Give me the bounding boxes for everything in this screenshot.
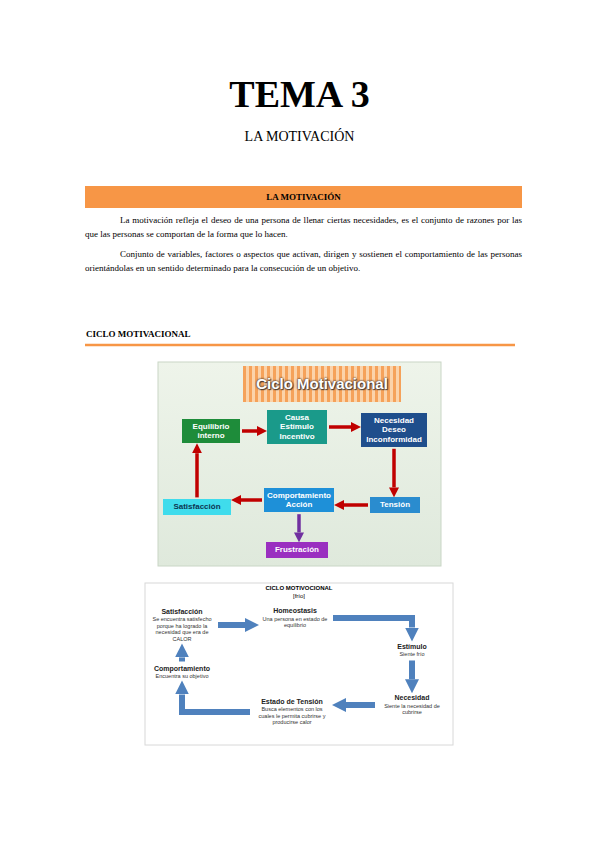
cycle-title-box: Ciclo Motivacional bbox=[243, 366, 401, 402]
node-heading: Satisfacción bbox=[166, 502, 228, 511]
cycle-step: Estado de TensiónBusca elementos con los… bbox=[252, 697, 332, 727]
heading-rule bbox=[85, 344, 515, 347]
node-heading: Causa Estímulo Incentivo bbox=[270, 413, 324, 441]
node-note: Encuentra su objetivo bbox=[150, 673, 214, 680]
cycle-arrow bbox=[409, 660, 415, 679]
node-heading: LA MOTIVACIÓN bbox=[85, 186, 522, 208]
process-box: Tensión bbox=[370, 497, 420, 512]
section-heading: CICLO MOTIVACIONAL bbox=[86, 329, 386, 340]
cycle-step: NecesidadSiente la necesidad de cubrirse bbox=[377, 693, 447, 717]
node-note: Siente la necesidad de cubrirse bbox=[379, 703, 445, 716]
cycle-step: HomeostasisUna persona en estado de equi… bbox=[259, 606, 331, 630]
cycle-step: EstímuloSiente frío bbox=[382, 642, 442, 659]
subtitle: LA MOTIVACIÓN bbox=[0, 129, 599, 146]
process-box: Causa Estímulo Incentivo bbox=[267, 410, 327, 444]
node-heading: Necesidad Deseo Inconformidad bbox=[364, 416, 424, 444]
node-note: Se encuentra satisfecho porque ha lograd… bbox=[150, 616, 214, 642]
cycle-arrow bbox=[242, 429, 257, 433]
process-box: Satisfacción bbox=[163, 499, 231, 514]
node-note: Una persona en estado de equilibrio bbox=[261, 616, 329, 629]
paragraph: Conjunto de variables, factores o aspect… bbox=[85, 248, 522, 276]
cycle-arrow bbox=[195, 453, 199, 497]
node-heading: Ciclo Motivacional bbox=[243, 366, 401, 402]
node-heading: Comportamiento Acción bbox=[267, 491, 331, 509]
process-box: Necesidad Deseo Inconformidad bbox=[361, 413, 427, 447]
diagram-panel bbox=[145, 583, 453, 745]
node-heading: Estado de Tensión bbox=[254, 698, 330, 706]
node-heading: Satisfacción bbox=[150, 608, 214, 616]
section-band: LA MOTIVACIÓN bbox=[85, 186, 522, 208]
cycle-arrow bbox=[392, 449, 396, 488]
cycle-arrow bbox=[346, 702, 375, 708]
cycle-arrow bbox=[182, 694, 250, 712]
diagram-title: CICLO MOTIVOCIONAL bbox=[145, 585, 453, 592]
diagram-subtitle: [frío] bbox=[145, 593, 453, 600]
node-heading: Frustración bbox=[269, 545, 325, 554]
page-title: TEMA 3 bbox=[0, 72, 599, 116]
process-box: Frustración bbox=[266, 542, 328, 557]
process-box: Comportamiento Acción bbox=[264, 488, 334, 512]
node-heading: Estímulo bbox=[384, 643, 440, 651]
cycle-arrow bbox=[344, 503, 368, 507]
cycle-arrow bbox=[329, 425, 351, 429]
node-heading: Equilibrio interno bbox=[185, 422, 237, 440]
node-note: Siente frío bbox=[384, 651, 440, 658]
cycle-arrow bbox=[297, 514, 301, 532]
cycle-arrow bbox=[218, 622, 245, 628]
node-heading: Comportamiento bbox=[150, 665, 214, 673]
cycle-arrow bbox=[179, 657, 185, 661]
node-note: Busca elementos con los cuales le permit… bbox=[254, 706, 330, 726]
node-heading: Tensión bbox=[373, 500, 417, 509]
cycle-step: ComportamientoEncuentra su objetivo bbox=[148, 664, 216, 681]
node-heading: Necesidad bbox=[379, 694, 445, 702]
process-box: Equilibrio interno bbox=[182, 419, 240, 443]
cycle-step: SatisfacciónSe encuentra satisfecho porq… bbox=[148, 607, 216, 644]
diagram-panel bbox=[158, 362, 441, 566]
paragraph: La motivación refleja el deseo de una pe… bbox=[85, 214, 522, 242]
cycle-arrow bbox=[333, 618, 412, 628]
cycle-arrow bbox=[241, 498, 262, 502]
node-heading: Homeostasis bbox=[261, 607, 329, 615]
